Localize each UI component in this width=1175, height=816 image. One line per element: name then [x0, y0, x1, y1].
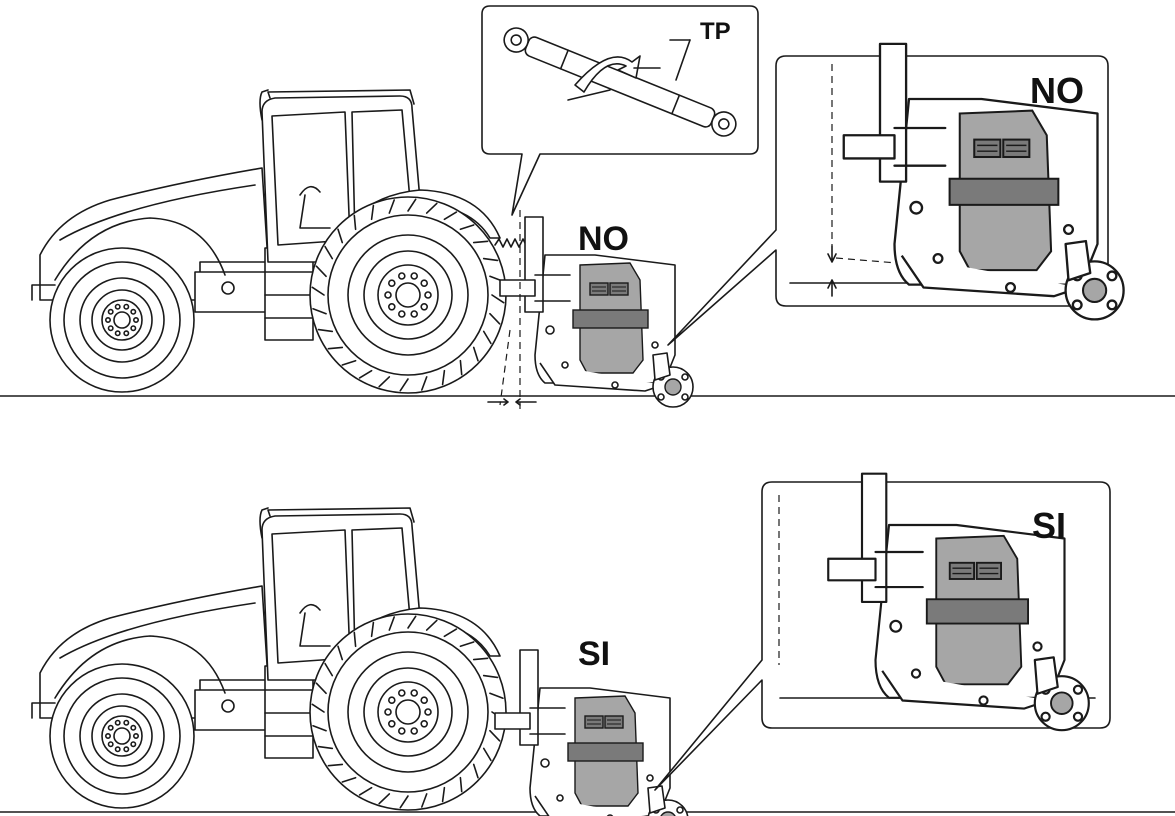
top-detail-no-label: NO: [1030, 70, 1084, 111]
bottom-tractor: [31, 507, 507, 811]
tp-label: TP: [700, 18, 731, 45]
top-detail-panel: [667, 42, 1125, 346]
bottom-mulcher: [494, 649, 689, 816]
top-offset-arrows: [487, 398, 537, 406]
bottom-detail-si-label: SI: [1032, 505, 1066, 546]
bottom-detail-panel: [654, 472, 1111, 791]
top-no-label: NO: [578, 220, 629, 258]
top-tractor: [31, 89, 507, 394]
top-link-detail-callout: [481, 5, 759, 216]
top-tilt-reference: [499, 329, 511, 406]
bottom-si-label: SI: [578, 635, 610, 673]
